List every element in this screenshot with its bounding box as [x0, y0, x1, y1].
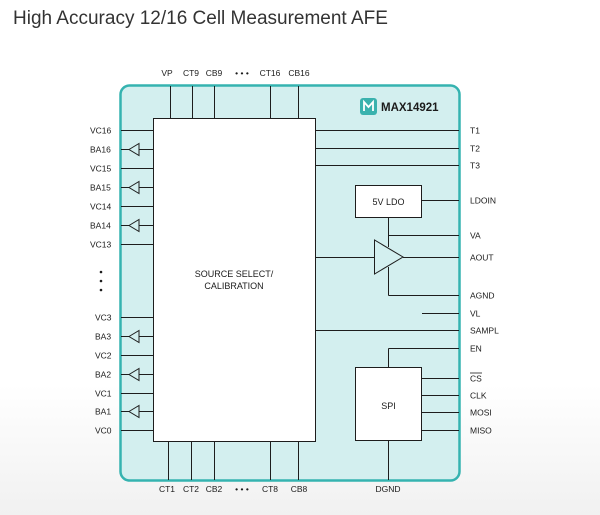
pin-ba3: BA3 — [95, 332, 111, 342]
pin-vc2: VC2 — [95, 351, 112, 361]
pin-ct8: CT8 — [262, 484, 278, 494]
page-title: High Accuracy 12/16 Cell Measurement AFE — [13, 8, 388, 29]
pin-ba1: BA1 — [95, 407, 111, 417]
pin-ldoin: LDOIN — [470, 196, 496, 206]
left-pin-wires — [121, 130, 153, 431]
part-number: MAX14921 — [381, 102, 439, 114]
spi-label: SPI — [381, 401, 396, 411]
pin-dgnd: DGND — [375, 484, 400, 494]
pin-t3: T3 — [470, 161, 480, 171]
bottom-pin-wires — [168, 441, 389, 480]
pin-vc13: VC13 — [90, 240, 112, 250]
pin-ct1: CT1 — [159, 484, 175, 494]
maxim-logo-icon — [360, 98, 377, 115]
pin-t2: T2 — [470, 144, 480, 154]
source-select-label-line2: CALIBRATION — [204, 281, 263, 291]
pin-va: VA — [470, 231, 481, 241]
pin-miso: MISO — [470, 426, 492, 436]
pin-sampl: SAMPL — [470, 326, 499, 336]
pin-vl: VL — [470, 309, 481, 319]
top-pin-wires — [170, 86, 299, 118]
ldo-block — [355, 185, 422, 218]
top-ellipsis: • • • — [235, 68, 249, 78]
pin-cb9: CB9 — [206, 68, 223, 78]
pin-cb8: CB8 — [291, 484, 308, 494]
pin-vc15: VC15 — [90, 164, 112, 174]
right-pin-wires — [316, 130, 459, 431]
pin-mosi: MOSI — [470, 408, 492, 418]
pin-ct9: CT9 — [183, 68, 199, 78]
pin-vc0: VC0 — [95, 426, 112, 436]
pin-vc14: VC14 — [90, 202, 112, 212]
pin-ba15: BA15 — [90, 183, 111, 193]
pin-vc1: VC1 — [95, 389, 112, 399]
pin-cb2: CB2 — [206, 484, 223, 494]
pin-cs: CS — [470, 374, 482, 384]
pin-cb16: CB16 — [288, 68, 310, 78]
pin-ct2: CT2 — [183, 484, 199, 494]
source-select-label-line1: SOURCE SELECT/ — [195, 269, 274, 279]
pin-clk: CLK — [470, 391, 487, 401]
pin-t1: T1 — [470, 126, 480, 136]
pin-aout: AOUT — [470, 253, 494, 263]
pin-ba2: BA2 — [95, 370, 111, 380]
source-select-block — [153, 118, 316, 442]
pin-vp: VP — [161, 68, 173, 78]
bottom-ellipsis: • • • — [235, 484, 249, 494]
balance-buffers — [121, 142, 153, 419]
pin-ct16: CT16 — [260, 68, 281, 78]
pin-agnd: AGND — [470, 291, 495, 301]
pin-en: EN — [470, 344, 482, 354]
pin-ba16: BA16 — [90, 145, 111, 155]
pin-vc16: VC16 — [90, 126, 112, 136]
pin-ba14: BA14 — [90, 221, 111, 231]
pin-vc3: VC3 — [95, 313, 112, 323]
ldo-label: 5V LDO — [372, 197, 404, 207]
vertical-ellipsis — [99, 270, 103, 292]
spi-block — [355, 367, 422, 441]
